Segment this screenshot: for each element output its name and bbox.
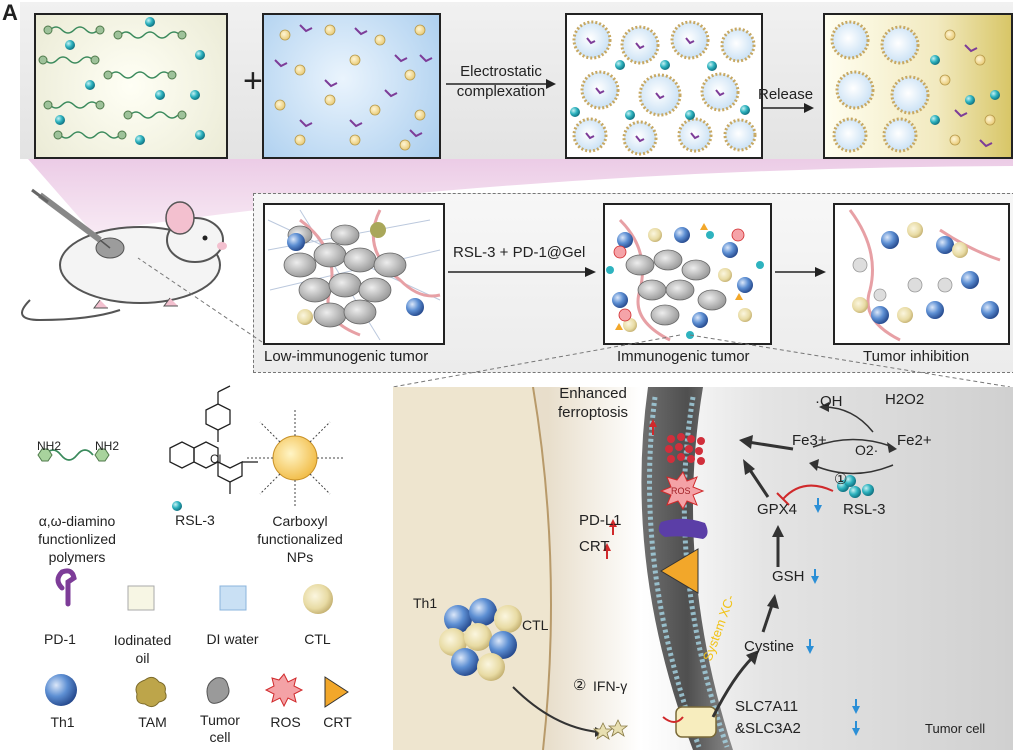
- slc3a2-label: &SLC3A2: [735, 720, 801, 737]
- rsl3-mech-label: RSL-3: [843, 501, 886, 518]
- zoom-lines: [392, 334, 1011, 388]
- legend-tam-label: TAM: [138, 714, 167, 730]
- system-xc-label: System XC-: [700, 593, 738, 663]
- legend-oil-label: Iodinated oil: [105, 631, 180, 667]
- mouse-illustration: [21, 188, 227, 322]
- ctl-mech-label: CTL: [522, 617, 549, 633]
- legend-ctl-label: CTL: [304, 631, 331, 647]
- complexation-line-1: Electrostatic: [460, 63, 542, 80]
- nps-line-2: functionalized: [257, 531, 343, 547]
- legend-ros-label: ROS: [270, 714, 301, 730]
- nps-line-1: Carboxyl: [272, 513, 328, 529]
- enhanced-line-2: ferroptosis: [558, 404, 629, 421]
- oil-line-2: oil: [135, 650, 150, 666]
- ros-mech-text: ROS: [671, 486, 691, 496]
- legend-tumor-cell-label: Tumor cell: [190, 712, 250, 746]
- gsh-label: GSH: [772, 568, 805, 585]
- label-low-immunogenic: Low-immunogenic tumor: [264, 348, 429, 365]
- cystine-label: Cystine: [744, 638, 795, 655]
- h2o2-label: H2O2: [885, 391, 925, 408]
- complexation-line-2: complexation: [456, 83, 546, 100]
- mechanism-artwork: ROS System XC-: [393, 387, 897, 750]
- legend-nps-label: Carboxyl functionalized NPs: [245, 512, 355, 566]
- circle-2: ②: [573, 677, 587, 694]
- nps-line-3: NPs: [286, 549, 314, 565]
- label-immunogenic: Immunogenic tumor: [617, 348, 750, 365]
- polymer-line-3: polymers: [48, 549, 106, 565]
- legend-polymer-label: α,ω-diamino functionlized polymers: [12, 512, 142, 566]
- slc7a11-label: SLC7A11: [735, 698, 799, 715]
- o2-label: O2·: [855, 442, 879, 458]
- legend-crt-label: CRT: [323, 714, 352, 730]
- treatment-label: RSL-3 + PD-1@Gel: [453, 244, 586, 261]
- tumorcell-line-2: cell: [209, 729, 231, 745]
- panel-letter: A: [2, 0, 18, 25]
- polymer-line-2: functionlized: [38, 531, 116, 547]
- box-water-mixture: [262, 13, 441, 159]
- crt-mech-label: CRT: [579, 538, 610, 555]
- complexation-label: Electrostatic complexation: [446, 62, 556, 102]
- enhanced-line-1: Enhanced: [559, 385, 627, 402]
- oh-label: ·OH: [815, 393, 843, 410]
- release-label: Release: [758, 86, 814, 103]
- fe2-label: Fe2+: [897, 432, 932, 449]
- tumor-cell-label: Tumor cell: [925, 721, 986, 736]
- tumorcell-line-1: Tumor: [200, 712, 240, 728]
- nh2-left: NH2: [37, 439, 62, 453]
- oil-line-1: Iodinated: [113, 632, 172, 648]
- label-tumor-inhibition: Tumor inhibition: [863, 348, 970, 365]
- pdl1-label: PD-L1: [579, 512, 622, 529]
- legend-water-label: DI water: [206, 631, 259, 647]
- enhanced-ferroptosis-label: Enhanced ferroptosis: [558, 384, 628, 422]
- fe3-label: Fe3+: [792, 432, 827, 449]
- gpx4-label: GPX4: [757, 501, 798, 518]
- rsl3-chem-cl: Cl: [210, 452, 222, 466]
- tumor-artwork: [137, 209, 1001, 343]
- circle-1: ①: [834, 471, 848, 488]
- legend-artwork: [37, 385, 349, 708]
- legend-rsl3-label: RSL-3: [175, 512, 215, 528]
- plus-sign: +: [243, 62, 263, 100]
- top-artwork: +: [38, 17, 1000, 156]
- polymer-line-1: α,ω-diamino: [38, 513, 116, 529]
- th1-mech-label: Th1: [413, 595, 438, 611]
- legend-pd1-label: PD-1: [44, 631, 76, 647]
- nh2-right: NH2: [95, 439, 120, 453]
- legend-th1-label: Th1: [50, 714, 75, 730]
- ifn-label: IFN-γ: [593, 678, 628, 694]
